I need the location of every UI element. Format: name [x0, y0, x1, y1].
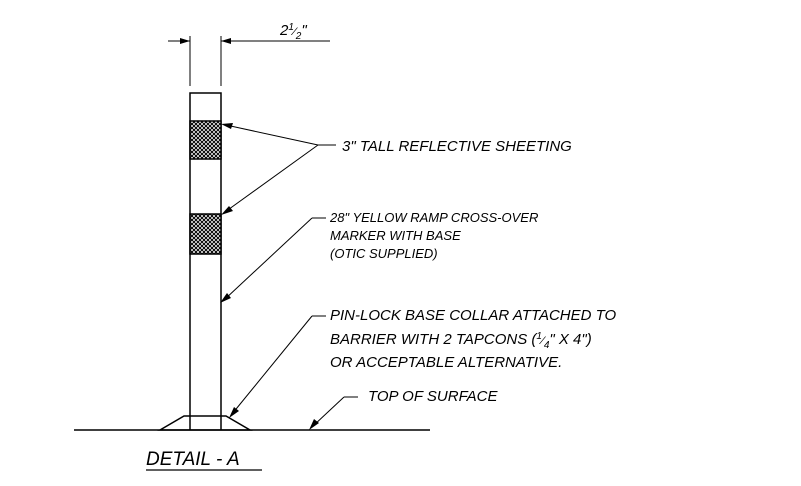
leader-arrow-icon [309, 419, 319, 430]
dimension-arrow-right-icon [221, 38, 231, 44]
collar-callout-line3: OR ACCEPTABLE ALTERNATIVE. [330, 354, 562, 371]
reflective-band-lower [189, 213, 222, 255]
collar-callout-line1: PIN-LOCK BASE COLLAR ATTACHED TO [330, 307, 617, 324]
dimension-label: 21⁄2" [279, 22, 307, 42]
surface-leader [309, 396, 358, 430]
dimension-arrow-left-icon [180, 38, 190, 44]
reflective-band-upper [189, 120, 222, 160]
leader-arrow-icon [221, 206, 233, 215]
marker-callout-line2: MARKER WITH BASE [330, 228, 461, 243]
leader-arrow-icon [220, 293, 231, 303]
marker-leader [220, 217, 326, 303]
collar-leader [229, 315, 326, 418]
surface-callout: TOP OF SURFACE [368, 388, 498, 405]
marker-post [189, 92, 222, 424]
marker-callout-line3: (OTIC SUPPLIED) [330, 246, 438, 261]
marker-callout-line1: 28" YELLOW RAMP CROSS-OVER [329, 210, 538, 225]
sheeting-leader [221, 123, 336, 215]
sheeting-callout: 3" TALL REFLECTIVE SHEETING [342, 138, 572, 155]
base-collar [157, 415, 253, 431]
collar-outline [157, 415, 253, 431]
collar-callout-line2: BARRIER WITH 2 TAPCONS (1⁄4" X 4") [330, 331, 592, 351]
width-dimension: 21⁄2" [168, 22, 330, 86]
detail-title: DETAIL - A [146, 449, 240, 470]
leader-arrow-icon [229, 407, 239, 418]
leader-arrow-icon [221, 123, 233, 129]
